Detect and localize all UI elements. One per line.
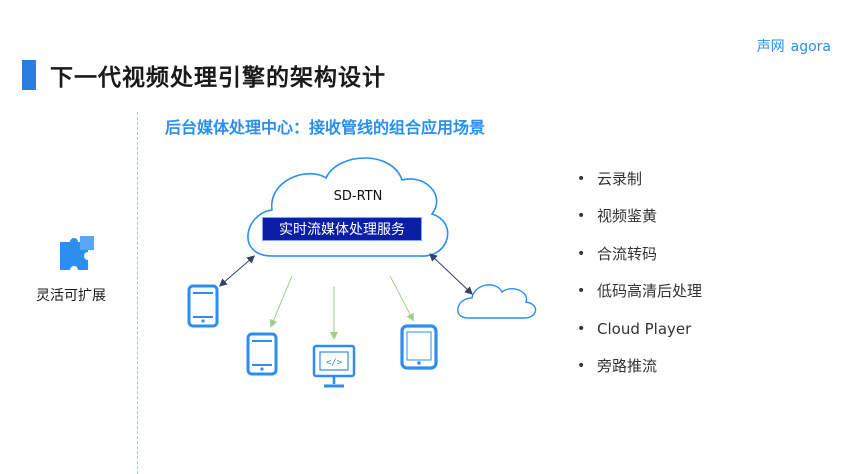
feature-list: •云录制 •视频鉴黄 •合流转码 •低码高清后处理 •Cloud Player … [577, 160, 702, 385]
svg-text:</>: </> [326, 358, 343, 368]
feature-item: • Cloud Player [577, 310, 702, 348]
feature-item: • 旁路推流 [577, 348, 702, 386]
feature-item: • 视频鉴黄 [577, 198, 702, 236]
feature-label: Cloud Player [597, 319, 692, 338]
bullet-icon: • [577, 358, 586, 375]
arrow-cloud-tablet-left [218, 255, 256, 287]
title-accent-bar [22, 60, 36, 90]
arrow-cloud-phone [269, 275, 293, 328]
main-cloud [247, 157, 449, 257]
feature-item: • 云录制 [577, 160, 702, 198]
section-divider [137, 112, 138, 474]
bullet-icon: • [577, 283, 586, 300]
code-monitor-icon: </> [312, 344, 356, 388]
bullet-icon: • [577, 245, 586, 262]
brand-cn: 声网 [756, 39, 785, 55]
section-subtitle: 后台媒体处理中心：接收管线的组合应用场景 [165, 118, 486, 137]
feature-label: 云录制 [597, 169, 643, 188]
arrow-cloud-tablet-right [389, 275, 414, 322]
cloud-network-label: SD-RTN [333, 189, 383, 204]
feature-label: 低码高清后处理 [597, 282, 703, 301]
bullet-icon: • [577, 170, 586, 187]
feature-label: 合流转码 [597, 244, 658, 263]
bullet-icon: • [577, 208, 586, 225]
feature-item: • 合流转码 [577, 235, 702, 273]
side-label: 灵活可扩展 [36, 288, 106, 304]
small-cloud [457, 284, 537, 319]
brand-en: agora [790, 39, 831, 55]
tablet-icon-right [400, 324, 438, 370]
tablet-icon-left [187, 284, 219, 328]
feature-label: 旁路推流 [597, 357, 658, 376]
puzzle-icon [60, 236, 94, 270]
bullet-icon: • [577, 320, 586, 337]
phone-icon [246, 332, 278, 376]
arrow-cloud-small-cloud [429, 253, 473, 295]
brand-logo: 声网 agora [757, 36, 831, 56]
feature-item: • 低码高清后处理 [577, 273, 702, 311]
feature-label: 视频鉴黄 [597, 207, 658, 226]
page-title: 下一代视频处理引擎的架构设计 [50, 65, 386, 91]
service-box: 实时流媒体处理服务 [262, 217, 422, 241]
